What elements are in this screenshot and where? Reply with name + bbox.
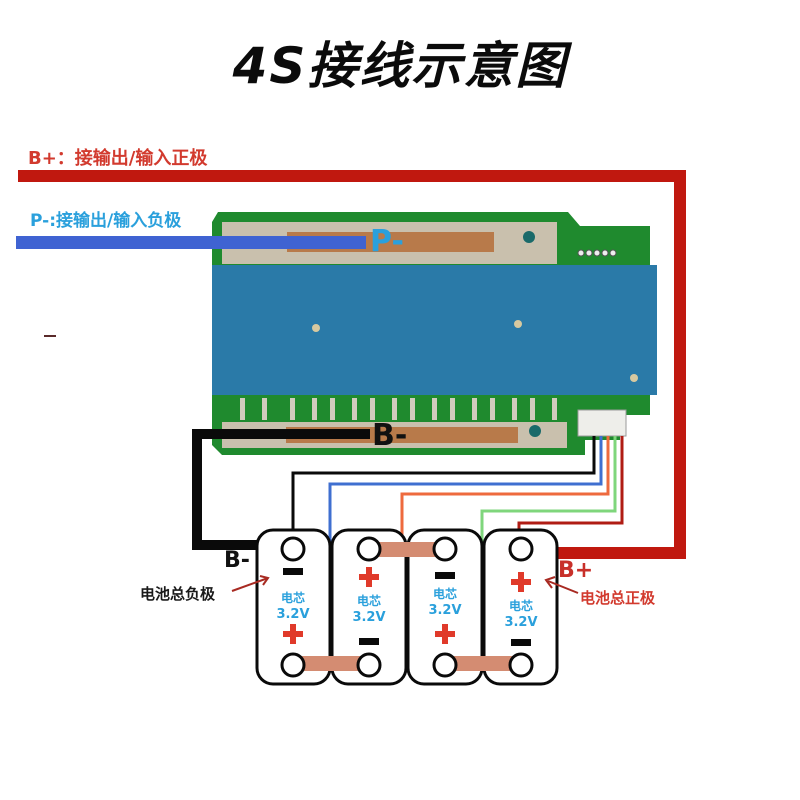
cell-1-voltage: 3.2V xyxy=(276,607,310,622)
header-holes xyxy=(577,249,617,257)
bms-board xyxy=(212,212,657,455)
total-positive-label: 电池总正极 xyxy=(580,589,656,607)
plus-icon xyxy=(435,624,455,644)
minus-icon xyxy=(511,639,531,646)
minus-icon xyxy=(435,572,455,579)
minus-icon xyxy=(359,638,379,645)
polarity-markers xyxy=(283,567,531,646)
heatsink xyxy=(212,265,657,395)
plus-icon xyxy=(511,572,531,592)
mosfet-pads xyxy=(240,398,557,420)
cell-2-voltage: 3.2V xyxy=(352,610,386,625)
minus-icon xyxy=(283,568,303,575)
b-minus-wire xyxy=(192,429,370,550)
cell-terminals xyxy=(280,536,534,678)
diagram-title: 4S接线示意图 xyxy=(232,37,568,95)
bus-bars xyxy=(302,542,516,671)
p-minus-pad-label: P- xyxy=(370,224,404,259)
cell-3-voltage: 3.2V xyxy=(428,603,462,618)
stray-dash-mark xyxy=(44,335,56,337)
total-negative-label: 电池总负极 xyxy=(140,585,216,603)
cell-1-name: 电芯 xyxy=(280,591,305,605)
cell-4-name: 电芯 xyxy=(508,599,533,613)
b-minus-annotation: B- xyxy=(224,548,250,573)
b-plus-annotation: B+ xyxy=(558,558,594,583)
p-minus-wire xyxy=(16,236,366,249)
plus-icon xyxy=(359,567,379,587)
balance-connector xyxy=(577,409,627,437)
b-plus-wire xyxy=(18,170,686,559)
b-minus-pad-label: B- xyxy=(372,418,408,453)
cell-4-voltage: 3.2V xyxy=(504,615,538,630)
plus-icon xyxy=(283,624,303,644)
cell-2-name: 电芯 xyxy=(356,594,381,608)
battery-cells xyxy=(255,528,559,686)
annotation-arrows xyxy=(231,575,579,594)
cell-3-name: 电芯 xyxy=(432,587,457,601)
b-plus-wire-label: B+：接输出/输入正极 xyxy=(28,148,208,169)
p-minus-wire-label: P-:接输出/输入负极 xyxy=(30,211,182,231)
